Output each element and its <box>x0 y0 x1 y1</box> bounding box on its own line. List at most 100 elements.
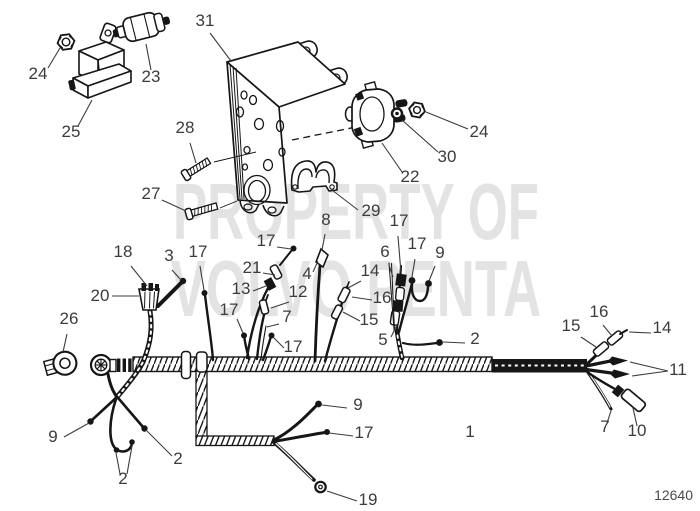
callout-leader-line <box>63 422 90 438</box>
callout-leader-line <box>328 432 354 437</box>
part-label-17: 17 <box>390 211 409 230</box>
callout-leader-line <box>321 404 348 409</box>
part-label-7: 7 <box>282 307 291 326</box>
watermark: PROPERTY OF VOLVO PENTA <box>171 168 542 334</box>
part-label-17: 17 <box>220 300 239 319</box>
callout-leader-line <box>146 430 173 457</box>
branch-lower-left <box>87 372 148 453</box>
callout-leader-line <box>272 336 285 349</box>
watermark-line1: PROPERTY OF <box>173 168 539 257</box>
part-label-14: 14 <box>361 261 380 280</box>
callout-leader-line <box>347 280 362 289</box>
lead-group-5-6-9-17 <box>388 262 443 361</box>
part-label-19: 19 <box>359 490 378 509</box>
part-label-28: 28 <box>176 118 195 137</box>
lead-dot-9 <box>272 400 322 442</box>
lead-dot-17 <box>272 429 330 443</box>
connector-part-18-20 <box>114 283 160 400</box>
part-label-12: 12 <box>289 282 308 301</box>
part-label-17: 17 <box>189 242 208 261</box>
callout-leader-line <box>411 258 416 278</box>
callout-leader-line <box>397 235 402 274</box>
part-label-23: 23 <box>142 67 161 86</box>
part-label-2: 2 <box>173 449 182 468</box>
cable-clip <box>180 350 192 380</box>
part-label-9: 9 <box>353 395 362 414</box>
callout-leader-line <box>171 269 182 281</box>
callout-leader-line <box>390 324 398 338</box>
part-label-20: 20 <box>91 286 110 305</box>
lead-part-14-15-16 <box>323 281 351 363</box>
cable-clip <box>195 351 208 373</box>
callout-leader-line <box>606 410 612 424</box>
part-label-7: 7 <box>600 417 609 436</box>
lead-group-13-21 <box>245 245 297 360</box>
part-label-18: 18 <box>114 242 133 261</box>
harness-ribs <box>117 358 132 372</box>
callout-leader-line <box>262 272 276 276</box>
bracket-part-31 <box>226 40 348 217</box>
lead-connector-10 <box>586 371 647 413</box>
callout-leader-line <box>47 47 61 69</box>
callout-leader-line <box>209 32 232 62</box>
callout-leader-line <box>266 323 280 328</box>
lead-ring-terminal-19 <box>272 440 327 494</box>
part-label-26: 26 <box>60 309 79 328</box>
callout-leader-line <box>252 285 267 292</box>
callout-leader-line <box>199 265 205 291</box>
relay-part-25 <box>68 22 132 99</box>
callout-leader-line <box>602 324 613 337</box>
part-label-2: 2 <box>118 469 127 488</box>
callout-leader-line <box>62 333 68 353</box>
callout-leader-line <box>628 331 652 334</box>
callout-leader-line <box>115 452 121 475</box>
callout-leader-line <box>632 407 638 427</box>
part-label-24: 24 <box>470 122 489 141</box>
wire-lead-17 <box>201 290 215 362</box>
callout-leader-line <box>130 265 148 287</box>
part-label-16: 16 <box>373 288 392 307</box>
callout-leader-line <box>351 296 373 301</box>
part-label-8: 8 <box>321 210 330 229</box>
part-label-6: 6 <box>380 242 389 261</box>
watermark-line2: VOLVO PENTA <box>171 245 542 334</box>
harness-leads <box>87 245 647 494</box>
part-label-17: 17 <box>355 423 374 442</box>
lead-terminals-11 <box>584 356 630 379</box>
lead-right-15-16-14 <box>584 329 628 367</box>
callout-leader-line <box>145 43 152 71</box>
part-label-17: 17 <box>284 337 303 356</box>
filter-part-23 <box>112 11 171 43</box>
callout-leader-line <box>388 264 394 278</box>
callout-leader-line <box>321 233 326 251</box>
part-label-10: 10 <box>628 421 647 440</box>
callout-leader-line <box>77 99 93 127</box>
part-label-25: 25 <box>62 122 81 141</box>
screw-part-27 <box>184 200 238 221</box>
part-label-29: 29 <box>362 201 381 220</box>
part-label-13: 13 <box>232 279 251 298</box>
thin-wire-part-7 <box>260 325 267 361</box>
callout-leader-line <box>326 490 358 502</box>
nut-part-24-right <box>408 101 426 119</box>
part-label-9: 9 <box>435 243 444 262</box>
callout-leader-line <box>428 265 436 282</box>
callout-leader-line <box>381 142 403 173</box>
callout-leader-line <box>342 311 361 322</box>
callout-leader-line <box>629 361 669 372</box>
wire-part-3 <box>156 277 187 308</box>
callout-leader-line <box>189 142 197 164</box>
callout-leader-line <box>126 445 133 475</box>
part-label-17: 17 <box>408 234 427 253</box>
part-label-3: 3 <box>164 246 173 265</box>
callout-leader-line <box>631 370 669 377</box>
part-label-22: 22 <box>401 167 420 186</box>
part-label-14: 14 <box>653 318 672 337</box>
part-label-2: 2 <box>470 329 479 348</box>
washer-part-30 <box>390 107 404 120</box>
harness-round-connector <box>89 353 117 377</box>
callout-leader-line <box>331 189 359 211</box>
part-label-1: 1 <box>465 422 474 441</box>
lead-part-12 <box>255 294 270 361</box>
